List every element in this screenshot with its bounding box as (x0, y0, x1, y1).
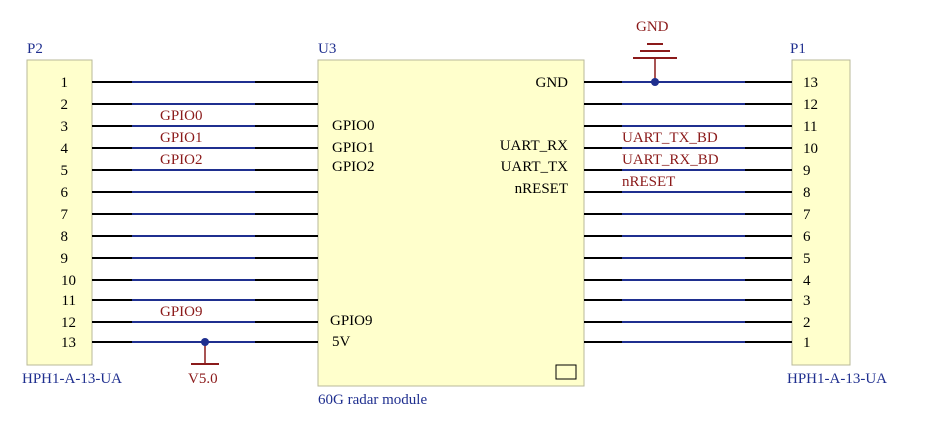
pin-number: 13 (803, 75, 818, 91)
header-p2-ref: P2 (27, 41, 43, 57)
net-label-nreset: nRESET (622, 174, 675, 190)
pin-number: 4 (803, 273, 811, 289)
pin-number: 7 (803, 207, 811, 223)
radar-module-body (317, 59, 585, 387)
pin-number: 8 (61, 229, 69, 245)
pin-number: 11 (62, 293, 76, 309)
module-pin-label: UART_RX (500, 138, 568, 154)
module-right-pins: GND UART_RX UART_TX nRESET (500, 75, 568, 197)
header-p1-pins: 13 12 11 10 9 8 7 6 5 4 3 2 1 (803, 75, 818, 351)
net-label-uart-rx-bd: UART_RX_BD (622, 152, 719, 168)
module-marker (555, 364, 577, 380)
pin-number: 2 (61, 97, 69, 113)
header-p2-body (26, 59, 93, 366)
v5-symbol-icon (191, 338, 219, 365)
net-label-gpio1: GPIO1 (160, 130, 203, 146)
pin-number: 1 (61, 75, 69, 91)
module-pin-label: 5V (332, 334, 351, 350)
net-label-gpio2: GPIO2 (160, 152, 203, 168)
module-pin-label: UART_TX (501, 159, 569, 175)
module-left-pins: GPIO0 GPIO1 GPIO2 GPIO9 5V (330, 118, 375, 350)
gnd-symbol-icon (633, 43, 677, 86)
pin-number: 9 (803, 163, 811, 179)
module-pin-label: GPIO0 (332, 118, 375, 134)
power-label-v5: V5.0 (188, 371, 218, 387)
right-wires (584, 81, 792, 343)
pin-number: 3 (61, 119, 69, 135)
module-pin-label: GPIO2 (332, 159, 375, 175)
pin-number: 12 (803, 97, 818, 113)
pin-number: 10 (61, 273, 76, 289)
pin-number: 4 (61, 141, 69, 157)
module-pin-label: nRESET (515, 181, 568, 197)
module-name: 60G radar module (318, 392, 427, 408)
module-pin-label: GPIO9 (330, 313, 373, 329)
module-pin-label: GPIO1 (332, 140, 375, 156)
header-p2-part: HPH1-A-13-UA (22, 371, 122, 387)
left-wires (92, 81, 318, 343)
net-label-gpio9: GPIO9 (160, 304, 203, 320)
pin-number: 5 (803, 251, 811, 267)
pin-number: 3 (803, 293, 811, 309)
pin-number: 6 (61, 185, 69, 201)
pin-number: 10 (803, 141, 818, 157)
junction-dot (651, 78, 659, 86)
pin-number: 2 (803, 315, 811, 331)
net-labels: GPIO0 GPIO1 GPIO2 GPIO9 UART_TX_BD UART_… (160, 19, 719, 387)
pin-number: 9 (61, 251, 69, 267)
pin-number: 1 (803, 335, 811, 351)
pin-number: 7 (61, 207, 69, 223)
left-wire-overlays (132, 81, 255, 343)
net-label-uart-tx-bd: UART_TX_BD (622, 130, 718, 146)
header-p1-ref: P1 (790, 41, 806, 57)
pin-number: 6 (803, 229, 811, 245)
header-p1-body (791, 59, 851, 366)
right-wire-overlays (622, 81, 745, 343)
junction-dot (201, 338, 209, 346)
net-label-gpio0: GPIO0 (160, 108, 203, 124)
header-p1-part: HPH1-A-13-UA (787, 371, 887, 387)
module-ref: U3 (318, 41, 336, 57)
module-pin-label: GND (536, 75, 569, 91)
pin-number: 5 (61, 163, 69, 179)
header-p2-pins: 1 2 3 4 5 6 7 8 9 10 11 12 13 (61, 75, 77, 351)
power-label-gnd: GND (636, 19, 669, 35)
pin-number: 13 (61, 335, 76, 351)
pin-number: 12 (61, 315, 76, 331)
pin-number: 8 (803, 185, 811, 201)
pin-number: 11 (803, 119, 817, 135)
